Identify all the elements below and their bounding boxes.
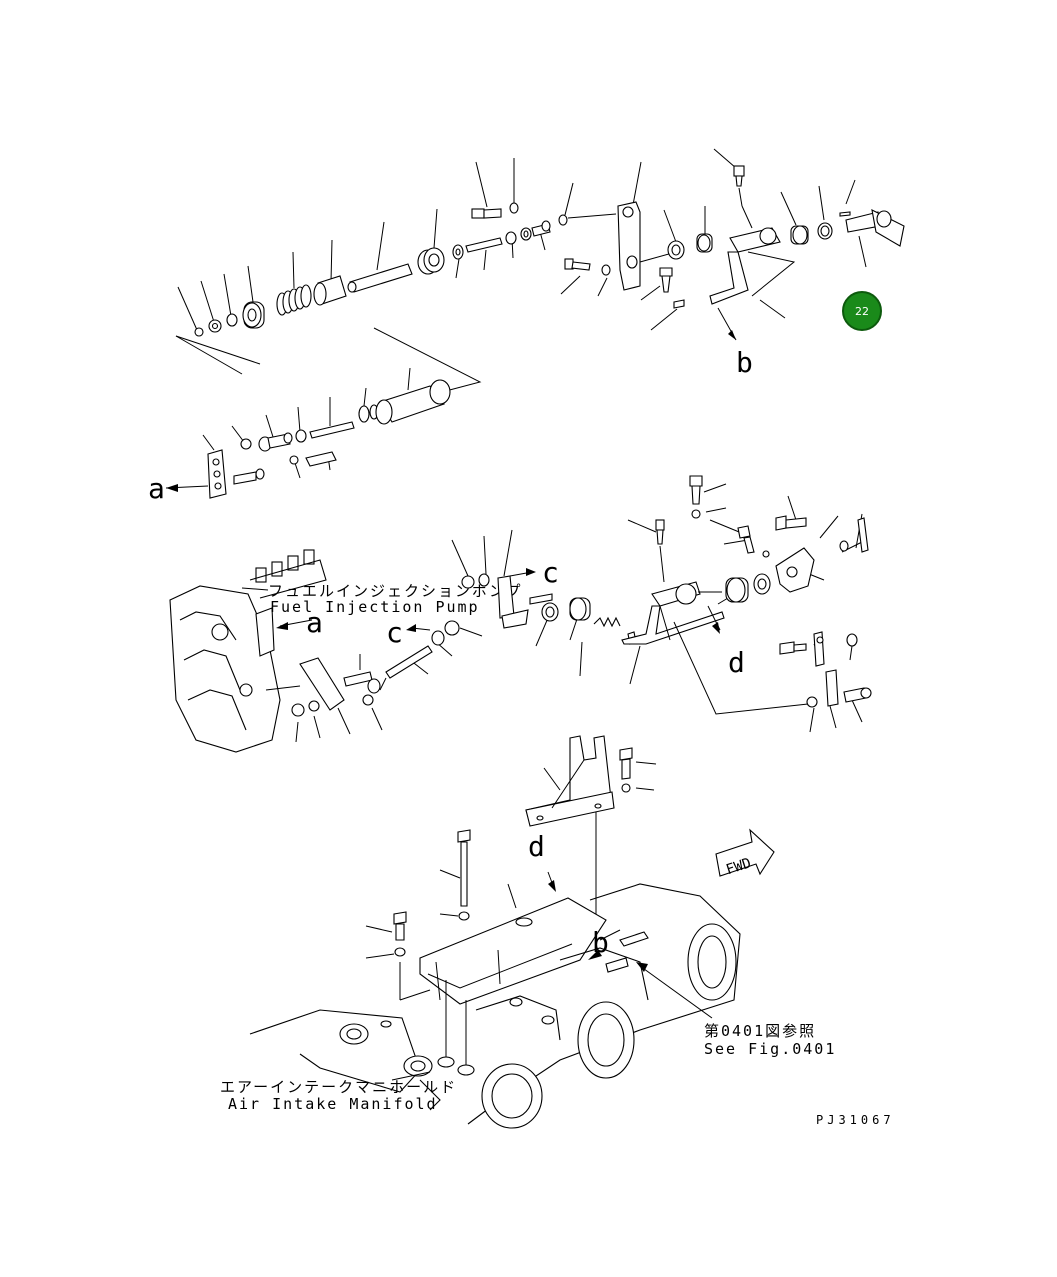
ref-letter-c-lower: c — [386, 616, 403, 649]
callout-badge[interactable]: 22 — [842, 291, 882, 331]
fwd-label: FWD — [724, 855, 753, 878]
plunger-subassembly: a — [148, 367, 451, 505]
middle-bracket-assembly: c — [451, 475, 872, 733]
spring — [276, 284, 312, 316]
ref-letter-d-bottom: d — [528, 830, 545, 863]
air-manifold-label-en: Air Intake Manifold — [228, 1095, 438, 1113]
air-manifold-label-jp: エアーインテークマニホールド — [220, 1078, 457, 1096]
ref-letter-a-top: a — [148, 472, 165, 505]
top-linkage-assembly: b — [175, 148, 905, 393]
ref-letter-d-mid: d — [728, 646, 745, 679]
fuel-pump-label-en: Fuel Injection Pump — [270, 598, 480, 616]
see-fig-label-en: See Fig.0401 — [704, 1040, 836, 1058]
fuel-pump-label-jp: フュエルインジェクションポンプ — [268, 582, 523, 600]
fwd-arrow-icon: FWD — [715, 828, 775, 878]
ref-letter-c-upper: c — [542, 556, 559, 589]
drawing-code: PJ31067 — [816, 1113, 895, 1127]
fuel-injection-pump: a フュエルインジェクションポンプ Fuel Injection Pump c — [169, 549, 523, 753]
ref-letter-b: b — [736, 346, 753, 379]
top-parts — [194, 165, 905, 337]
bottom-engine-assembly: d b 第0401図参照 See F — [220, 735, 836, 1129]
callout-badge-number: 22 — [855, 305, 869, 318]
see-fig-label-jp: 第0401図参照 — [704, 1022, 816, 1040]
ref-letter-a-pump: a — [306, 606, 323, 639]
ref-letter-b-bottom: b — [592, 926, 609, 959]
